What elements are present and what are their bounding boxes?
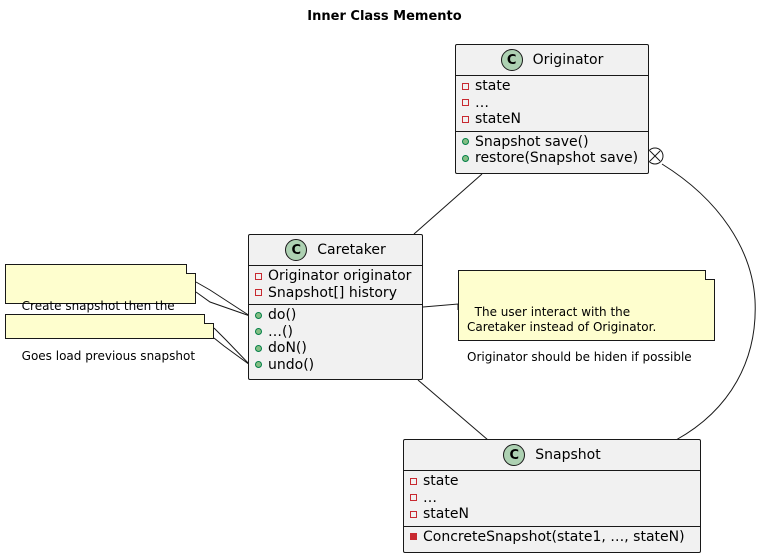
diagram-title: Inner Class Memento	[307, 9, 462, 24]
private-visibility-icon	[462, 99, 469, 107]
method-row: restore(Snapshot save)	[456, 150, 648, 167]
fields-section: state … stateN	[404, 471, 700, 526]
fields-section: state … stateN	[456, 76, 648, 131]
method-text: undo()	[268, 356, 315, 373]
note-do[interactable]: Create snapshot then the originator does…	[5, 264, 196, 328]
private-visibility-icon	[410, 477, 417, 485]
field-row: state	[456, 78, 648, 95]
method-row: ConcreteSnapshot(state1, …, stateN)	[404, 529, 700, 546]
note-fold-corner	[186, 264, 196, 274]
public-visibility-icon	[462, 138, 469, 146]
field-text: stateN	[475, 111, 521, 128]
edge-originator-caretaker	[413, 173, 483, 235]
note-fold-corner	[705, 270, 715, 280]
note-connector-user	[422, 303, 459, 310]
note-user[interactable]: The user interact with the Caretaker ins…	[458, 270, 715, 364]
note-text: The user interact with the Caretaker ins…	[467, 305, 692, 364]
class-badge-icon: C	[285, 239, 308, 261]
field-text: Originator originator	[268, 268, 412, 285]
field-text: …	[423, 489, 437, 506]
methods-section: ConcreteSnapshot(state1, …, stateN)	[404, 525, 700, 549]
class-badge-icon: C	[500, 49, 523, 71]
method-row: …()	[249, 324, 422, 341]
method-text: Snapshot save()	[475, 133, 589, 150]
public-visibility-icon	[462, 154, 469, 162]
field-text: stateN	[423, 506, 469, 523]
class-snapshot[interactable]: C Snapshot state … stateN ConcreteSnapsh…	[403, 439, 701, 553]
fields-section: Originator originator Snapshot[] history	[249, 266, 422, 304]
field-row: Originator originator	[249, 268, 422, 285]
private-visibility-icon	[462, 82, 469, 90]
methods-section: Snapshot save() restore(Snapshot save)	[456, 130, 648, 170]
note-connector-do	[195, 281, 251, 317]
public-visibility-icon	[255, 344, 262, 352]
method-row: Snapshot save()	[456, 134, 648, 151]
class-name: Originator	[532, 52, 604, 68]
note-connector-undo	[213, 327, 251, 366]
field-text: …	[475, 94, 489, 111]
method-text: do()	[268, 307, 297, 324]
class-header: C Caretaker	[249, 235, 422, 266]
field-row: stateN	[404, 506, 700, 523]
method-text: …()	[268, 323, 293, 340]
field-text: Snapshot[] history	[268, 284, 397, 301]
method-text: doN()	[268, 340, 307, 357]
method-text: ConcreteSnapshot(state1, …, stateN)	[423, 528, 685, 545]
note-fold-corner	[204, 314, 214, 324]
private-visibility-icon	[255, 289, 262, 297]
field-row: …	[456, 95, 648, 112]
method-row: doN()	[249, 340, 422, 357]
field-text: state	[475, 78, 511, 95]
edge-caretaker-snapshot	[417, 379, 489, 441]
class-header: C Snapshot	[404, 440, 700, 471]
private-method-visibility-icon	[410, 533, 417, 541]
method-row: do()	[249, 307, 422, 324]
field-row: stateN	[456, 111, 648, 128]
field-row: …	[404, 490, 700, 507]
class-caretaker[interactable]: C Caretaker Originator originator Snapsh…	[248, 234, 423, 380]
field-row: Snapshot[] history	[249, 285, 422, 302]
edge-originator-snapshot-nested	[661, 163, 756, 441]
public-visibility-icon	[255, 361, 262, 369]
class-badge-icon: C	[503, 444, 526, 466]
class-header: C Originator	[456, 45, 648, 76]
note-undo[interactable]: Goes load previous snapshot	[5, 314, 214, 363]
private-visibility-icon	[255, 272, 262, 280]
methods-section: do() …() doN() undo()	[249, 304, 422, 376]
nested-class-icon	[646, 147, 664, 165]
note-connector-do-b	[195, 291, 251, 317]
note-text: Goes load previous snapshot	[21, 349, 196, 363]
private-visibility-icon	[410, 494, 417, 502]
private-visibility-icon	[410, 510, 417, 518]
private-visibility-icon	[462, 115, 469, 123]
class-originator[interactable]: C Originator state … stateN Snapshot sav…	[455, 44, 649, 174]
method-row: undo()	[249, 357, 422, 374]
field-text: state	[423, 473, 459, 490]
field-row: state	[404, 473, 700, 490]
note-connector-undo-b	[213, 337, 251, 366]
method-text: restore(Snapshot save)	[475, 150, 639, 167]
class-name: Caretaker	[317, 242, 386, 258]
public-visibility-icon	[255, 328, 262, 336]
public-visibility-icon	[255, 311, 262, 319]
class-name: Snapshot	[535, 447, 601, 463]
